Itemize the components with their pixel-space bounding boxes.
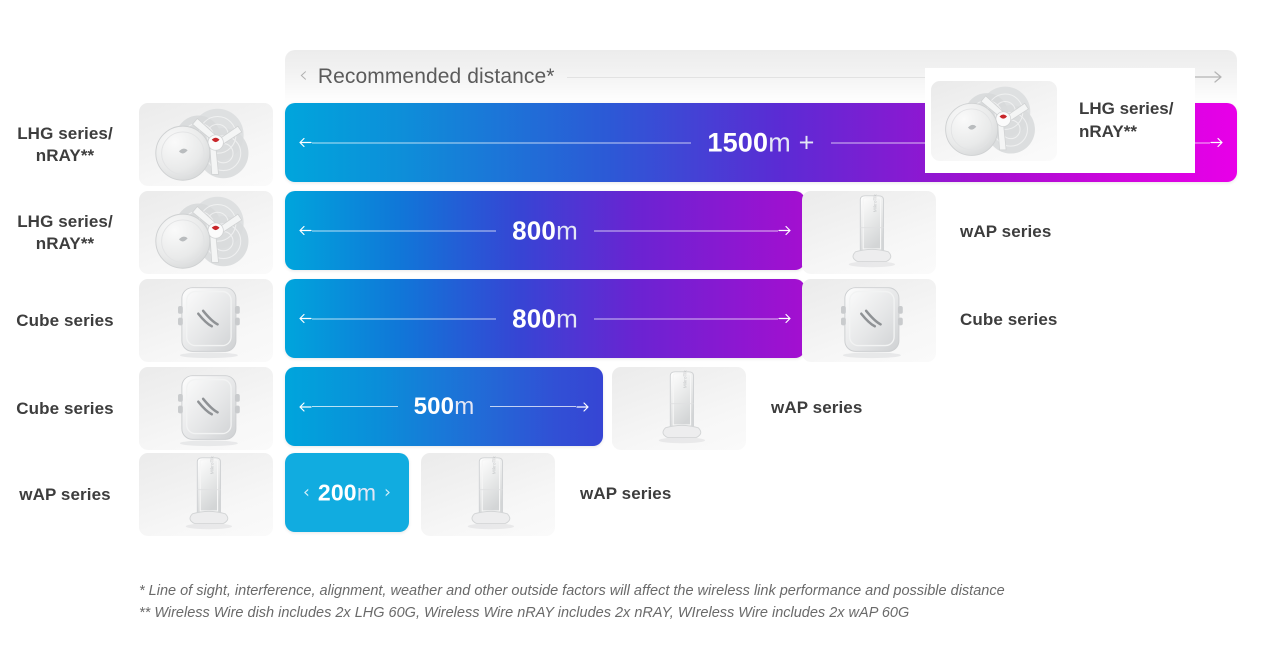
right-device-thumb-wap bbox=[612, 367, 746, 450]
measure-line-left bbox=[312, 230, 497, 231]
page-title: Recommended distance* bbox=[317, 65, 555, 88]
left-device-label: Cube series bbox=[16, 399, 114, 418]
left-device-thumb-cube bbox=[139, 279, 273, 362]
measure-line-right bbox=[593, 230, 778, 231]
arrow-left-icon bbox=[299, 137, 312, 149]
footnote-2: ** Wireless Wire dish includes 2x LHG 60… bbox=[139, 605, 910, 622]
distance-value: 1500m + bbox=[707, 127, 815, 157]
left-device-label: Cube series bbox=[16, 311, 114, 330]
arrow-left-icon bbox=[299, 225, 312, 237]
cube-icon bbox=[139, 279, 273, 362]
left-device-label: LHG series/ nRAY** bbox=[17, 212, 113, 254]
cube-icon bbox=[139, 367, 273, 450]
lhg-dish-icon bbox=[139, 103, 273, 186]
lhg-dish-icon bbox=[139, 191, 273, 274]
wap-icon bbox=[612, 367, 746, 450]
left-device-label: wAP series bbox=[19, 485, 111, 504]
distance-bar-800m-b[interactable]: 800m bbox=[285, 279, 805, 358]
right-device-thumb-cube bbox=[802, 279, 936, 362]
row-800m-b: Cube series 800m Cube series bbox=[0, 279, 1275, 362]
distance-bar-800m-a[interactable]: 800m bbox=[285, 191, 805, 270]
right-device-label: wAP series bbox=[580, 484, 672, 503]
arrow-right-icon bbox=[778, 313, 791, 325]
left-device-thumb-lhg bbox=[139, 103, 273, 186]
chevron-left-icon[interactable]: ‹ bbox=[299, 63, 308, 88]
right-device-thumb-wap bbox=[802, 191, 936, 274]
left-device-thumb-lhg bbox=[139, 191, 273, 274]
distance-value: 800m bbox=[512, 215, 578, 245]
arrow-left-icon bbox=[299, 313, 312, 325]
footnotes: * Line of sight, interference, alignment… bbox=[139, 580, 1259, 625]
overlay-device-thumb bbox=[931, 80, 1057, 161]
arrow-left-icon bbox=[299, 401, 312, 413]
left-device-thumb-wap bbox=[139, 453, 273, 536]
arrow-right-icon bbox=[778, 225, 791, 237]
footnote-1: * Line of sight, interference, alignment… bbox=[139, 583, 1005, 599]
right-device-label: Cube series bbox=[960, 310, 1058, 329]
chevron-left-icon: ‹ bbox=[303, 482, 310, 503]
distance-value: 800m bbox=[512, 303, 578, 333]
distance-value: 200m bbox=[317, 479, 377, 505]
measure-line-right bbox=[593, 318, 778, 319]
right-device-label: wAP series bbox=[771, 398, 863, 417]
left-device-thumb-cube bbox=[139, 367, 273, 450]
left-device-label: LHG series/ nRAY** bbox=[17, 124, 113, 166]
overlay-device-label: LHG series/ nRAY** bbox=[1079, 98, 1174, 141]
chevron-right-icon: › bbox=[384, 482, 391, 503]
measure-line-left bbox=[312, 142, 692, 143]
row-800m-a: LHG series/ nRAY** 800m wAP series bbox=[0, 191, 1275, 274]
measure-line-left bbox=[312, 406, 398, 407]
distance-bar-500m[interactable]: 500m bbox=[285, 367, 603, 446]
right-device-label: wAP series bbox=[960, 222, 1052, 241]
wap-icon bbox=[802, 191, 936, 274]
row-200m: wAP series ‹ 200m › wAP series bbox=[0, 453, 1275, 536]
distance-value: 500m bbox=[413, 392, 475, 420]
device-overlay-card[interactable]: LHG series/ nRAY** bbox=[925, 68, 1195, 173]
lhg-dish-icon bbox=[931, 81, 1057, 161]
distance-bar-200m[interactable]: ‹ 200m › bbox=[285, 453, 409, 532]
wap-icon bbox=[139, 453, 273, 536]
measure-line-left bbox=[312, 318, 497, 319]
header-divider bbox=[566, 76, 1177, 78]
arrow-right-icon bbox=[1210, 137, 1223, 149]
measure-line-right bbox=[490, 406, 577, 407]
row-500m: Cube series 500m wAP series bbox=[0, 367, 1275, 450]
arrow-right-icon bbox=[576, 401, 589, 413]
right-device-thumb-wap bbox=[421, 453, 555, 536]
cube-icon bbox=[802, 279, 936, 362]
wap-icon bbox=[421, 453, 555, 536]
